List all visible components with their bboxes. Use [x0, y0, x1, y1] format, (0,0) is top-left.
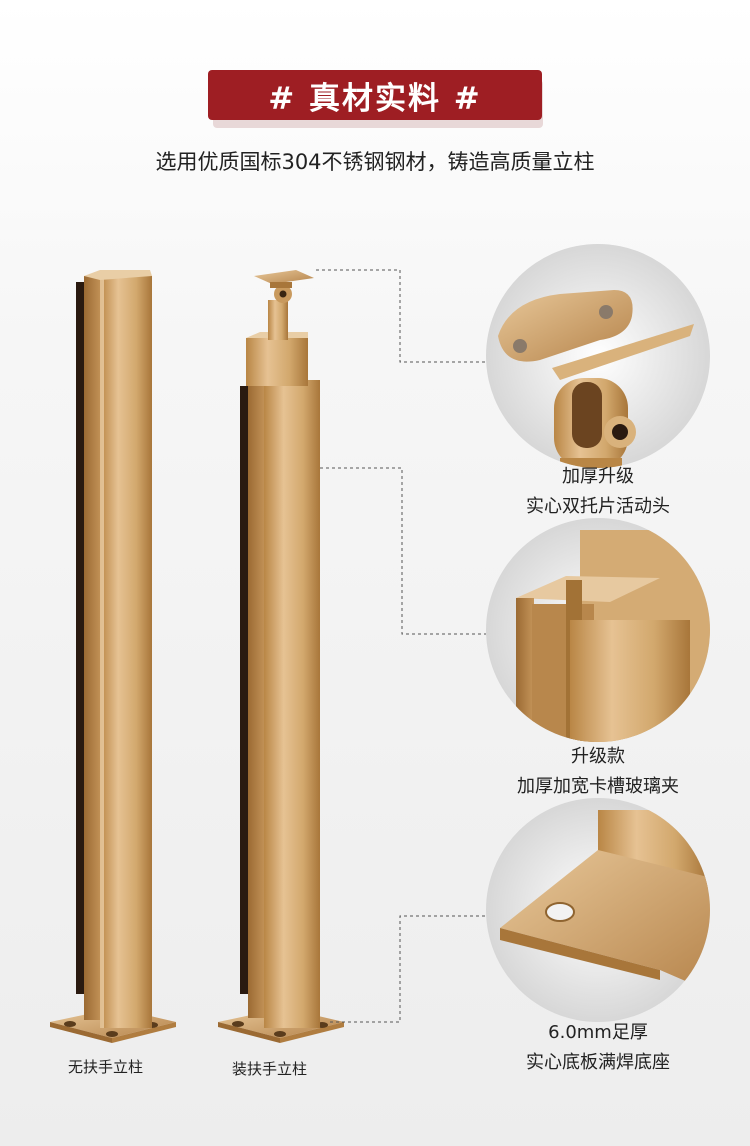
subtitle: 选用优质国标304不锈钢钢材，铸造高质量立柱	[155, 150, 595, 174]
detail-circle-base	[486, 798, 710, 1022]
leader-lines	[316, 269, 486, 1023]
detail-circle-head	[486, 244, 710, 468]
plain-post	[50, 270, 176, 1043]
handrail-post	[218, 270, 344, 1043]
detail-base-line1: 6.0mm足厚	[548, 1022, 648, 1043]
plain-post-label: 无扶手立柱	[68, 1058, 144, 1076]
detail-circle-slot	[486, 518, 710, 742]
detail-caption-slot: 升级款 加厚加宽卡槽玻璃夹	[486, 742, 710, 802]
detail-head-line1: 加厚升级	[562, 466, 634, 487]
detail-base-line2: 实心底板满焊底座	[526, 1052, 670, 1073]
detail-caption-base: 6.0mm足厚 实心底板满焊底座	[486, 1018, 710, 1078]
title-banner: # 真材实料 #	[208, 70, 542, 120]
handrail-post-label: 装扶手立柱	[232, 1060, 308, 1078]
detail-slot-line1: 升级款	[571, 746, 625, 767]
detail-slot-line2: 加厚加宽卡槽玻璃夹	[517, 776, 679, 797]
detail-caption-head: 加厚升级 实心双托片活动头	[486, 462, 710, 522]
banner-title: # 真材实料 #	[268, 80, 482, 117]
detail-head-line2: 实心双托片活动头	[526, 496, 670, 517]
